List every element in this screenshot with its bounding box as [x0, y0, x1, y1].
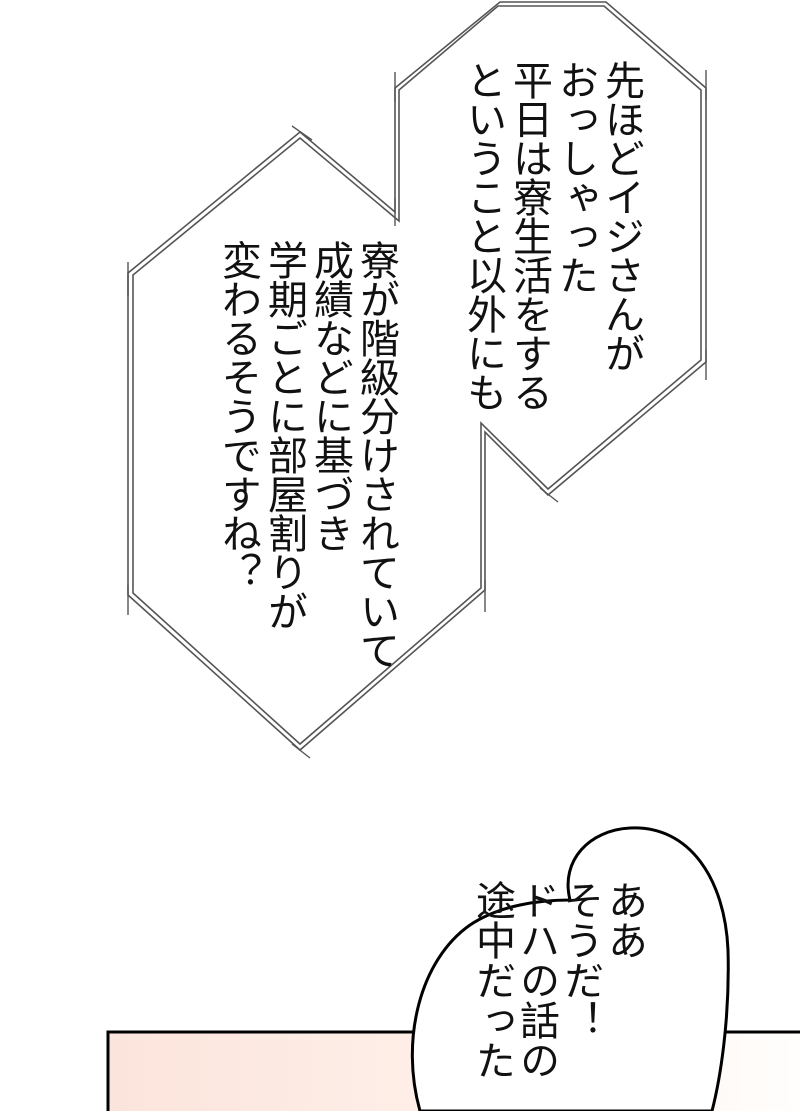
lower-line-1: 寮が階級分けされていて — [353, 240, 399, 669]
oval-bubble-outline — [410, 826, 730, 1111]
lower-bubble-text: 寮が階級分けされていて 成績などに基づき 学期ごとに部屋割りが 変わるそうですね… — [215, 240, 399, 669]
oval-line-2: そうだ！ — [557, 880, 603, 1040]
upper-bubble-text: 先ほどイジさんが おっしゃった 平日は寮生活をする ということ以外にも — [460, 60, 644, 411]
oval-line-1: ああ — [601, 880, 647, 960]
lower-line-4: 変わるそうですね？ — [215, 240, 261, 591]
oval-line-3: ドハの話の — [513, 880, 559, 1080]
lower-line-3: 学期ごとに部屋割りが — [261, 240, 307, 630]
upper-bubble-outline — [127, 1, 707, 752]
upper-line-2: おっしゃった — [552, 60, 598, 294]
upper-line-3: 平日は寮生活をする — [506, 60, 552, 411]
upper-line-4: ということ以外にも — [460, 60, 506, 411]
upper-line-1: 先ほどイジさんが — [598, 60, 644, 372]
lower-line-2: 成績などに基づき — [307, 240, 353, 552]
oval-line-4: 途中だった — [469, 880, 515, 1080]
bubble-tick-marks — [127, 70, 707, 759]
oval-bubble-text: ああ そうだ！ ドハの話の 途中だった — [469, 880, 647, 1080]
